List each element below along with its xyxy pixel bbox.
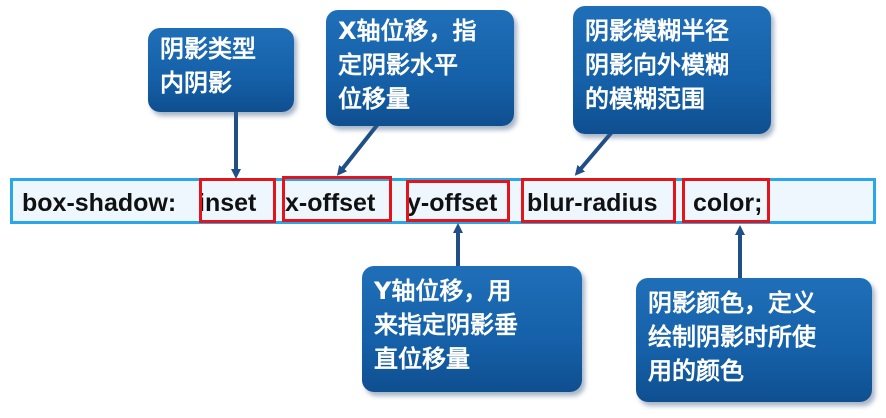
highlight-x-offset — [282, 176, 392, 222]
callout-y-offset-line1: Y轴位移，用 — [374, 277, 512, 305]
callout-color-line2: 绘制阴影时所使 — [648, 323, 816, 351]
callout-y-offset-line3: 直位移量 — [374, 345, 470, 373]
callout-color: 阴影颜色，定义 绘制阴影时所使 用的颜色 — [636, 278, 872, 402]
callout-shadow-type-line1: 阴影类型 — [160, 35, 256, 63]
callout-x-offset-line2: 定阴影水平 — [338, 51, 458, 79]
token-x-offset: x-offset — [285, 189, 376, 217]
highlight-color — [682, 178, 770, 223]
callout-blur-radius: 阴影模糊半径 阴影向外模糊 的模糊范围 — [573, 6, 771, 134]
highlight-blur-radius — [521, 178, 676, 223]
highlight-inset — [199, 178, 276, 223]
token-y-offset: y-offset — [407, 189, 498, 217]
callout-color-line1: 阴影颜色，定义 — [648, 289, 816, 317]
code-bar — [10, 178, 876, 224]
callout-color-line3: 用的颜色 — [648, 357, 744, 385]
callout-x-offset-line1: X轴位移，指 — [338, 17, 477, 45]
callout-x-offset: X轴位移，指 定阴影水平 位移量 — [326, 10, 514, 126]
token-blur-radius: blur-radius — [527, 189, 658, 217]
callout-y-offset-line2: 来指定阴影垂 — [374, 311, 518, 339]
callout-y-offset: Y轴位移，用 来指定阴影垂 直位移量 — [362, 266, 582, 392]
token-color: color; — [693, 189, 763, 217]
arrow-x-offset — [336, 122, 380, 176]
highlight-y-offset — [406, 180, 510, 222]
callout-blur-radius-line3: 的模糊范围 — [585, 85, 705, 113]
callout-blur-radius-line2: 阴影向外模糊 — [585, 51, 729, 79]
callout-x-offset-line3: 位移量 — [338, 85, 410, 113]
callout-blur-radius-line1: 阴影模糊半径 — [585, 17, 729, 45]
callout-shadow-type-line2: 内阴影 — [160, 69, 232, 97]
code-prefix: box-shadow: — [22, 189, 177, 217]
callout-shadow-type: 阴影类型 内阴影 — [148, 28, 294, 112]
token-inset: inset — [198, 189, 257, 217]
arrow-blur-radius — [574, 130, 614, 176]
